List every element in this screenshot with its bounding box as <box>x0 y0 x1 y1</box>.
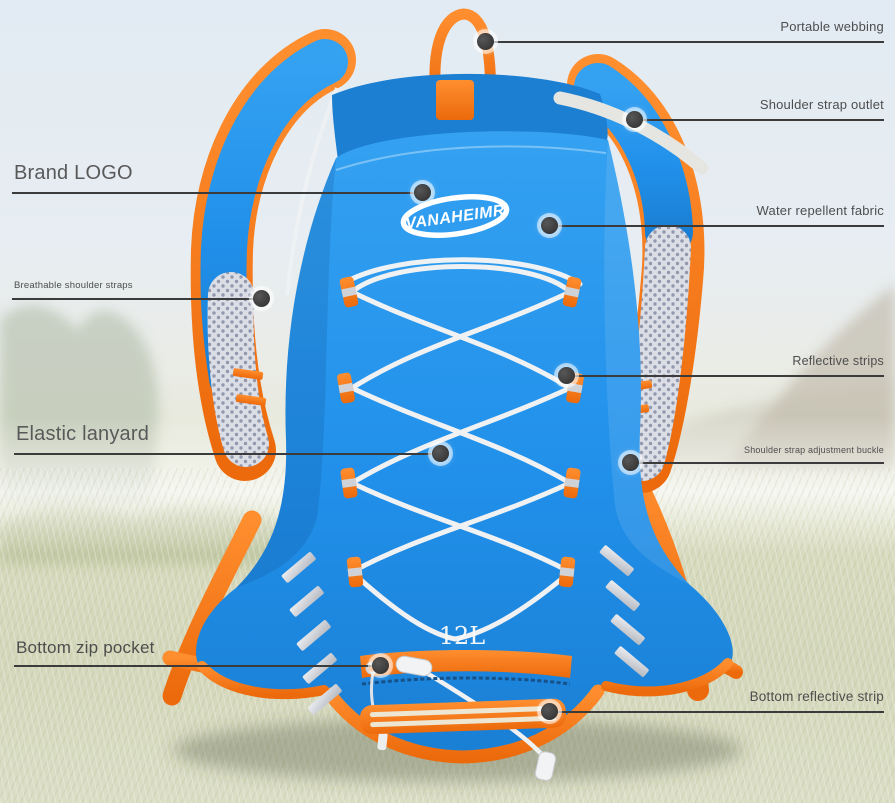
left-shoulder-strap <box>190 29 356 481</box>
callout-strap-adjustment-buckle-label: Shoulder strap adjustment buckle <box>744 445 884 455</box>
callout-strap-adjustment-buckle-line <box>630 462 884 464</box>
main-body-right-highlight <box>604 140 690 585</box>
callout-brand-logo-label: Brand LOGO <box>14 162 133 184</box>
callout-brand-logo-dot <box>414 184 431 201</box>
callout-breathable-straps-dot <box>253 290 270 307</box>
callout-shoulder-strap-outlet-line <box>634 119 884 121</box>
top-hanging-tab <box>436 80 474 120</box>
callout-bottom-zip-pocket-label: Bottom zip pocket <box>16 638 155 657</box>
callout-brand-logo-line <box>12 192 423 194</box>
portable-webbing-loop <box>429 8 496 112</box>
bottom-reflective-strip <box>359 698 567 735</box>
callout-elastic-lanyard-label: Elastic lanyard <box>16 423 150 445</box>
main-body <box>196 131 733 759</box>
callout-elastic-lanyard-dot <box>432 445 449 462</box>
bottom-zipper <box>361 676 571 686</box>
callout-water-repellent-fabric-line <box>549 225 884 227</box>
callout-shoulder-strap-outlet-label: Shoulder strap outlet <box>759 97 884 112</box>
callout-portable-webbing-dot <box>477 33 494 50</box>
capacity-label: 12L <box>439 622 486 650</box>
callout-bottom-reflective-strip-dot <box>541 703 558 720</box>
elastic-lanyard-cord <box>349 264 573 759</box>
reflective-chevrons-left <box>281 552 342 715</box>
callout-reflective-strips-line <box>566 375 884 377</box>
main-body-left-shade <box>236 158 336 588</box>
callout-reflective-strips-dot <box>558 367 575 384</box>
callout-breathable-straps-label: Breathable shoulder straps <box>14 280 133 291</box>
callout-bottom-zip-pocket-line <box>14 665 381 667</box>
callout-strap-adjustment-buckle-dot <box>622 454 639 471</box>
callout-bottom-zip-pocket-dot <box>372 657 389 674</box>
callout-bottom-reflective-strip-line <box>549 711 884 713</box>
callout-water-repellent-fabric-dot <box>541 217 558 234</box>
callout-portable-webbing-label: Portable webbing <box>780 19 884 34</box>
top-seam <box>335 145 607 171</box>
callout-water-repellent-fabric-label: Water repellent fabric <box>756 203 884 218</box>
callout-portable-webbing-line <box>485 41 884 43</box>
cord-lock <box>395 655 557 781</box>
reflective-chevrons-right <box>599 545 649 677</box>
callout-elastic-lanyard-line <box>14 453 441 455</box>
front-piping <box>343 257 583 287</box>
callout-reflective-strips-label: Reflective strips <box>792 354 884 368</box>
callout-bottom-reflective-strip-label: Bottom reflective strip <box>749 689 884 704</box>
callout-breathable-straps-line <box>12 298 262 300</box>
callout-shoulder-strap-outlet-dot <box>626 111 643 128</box>
